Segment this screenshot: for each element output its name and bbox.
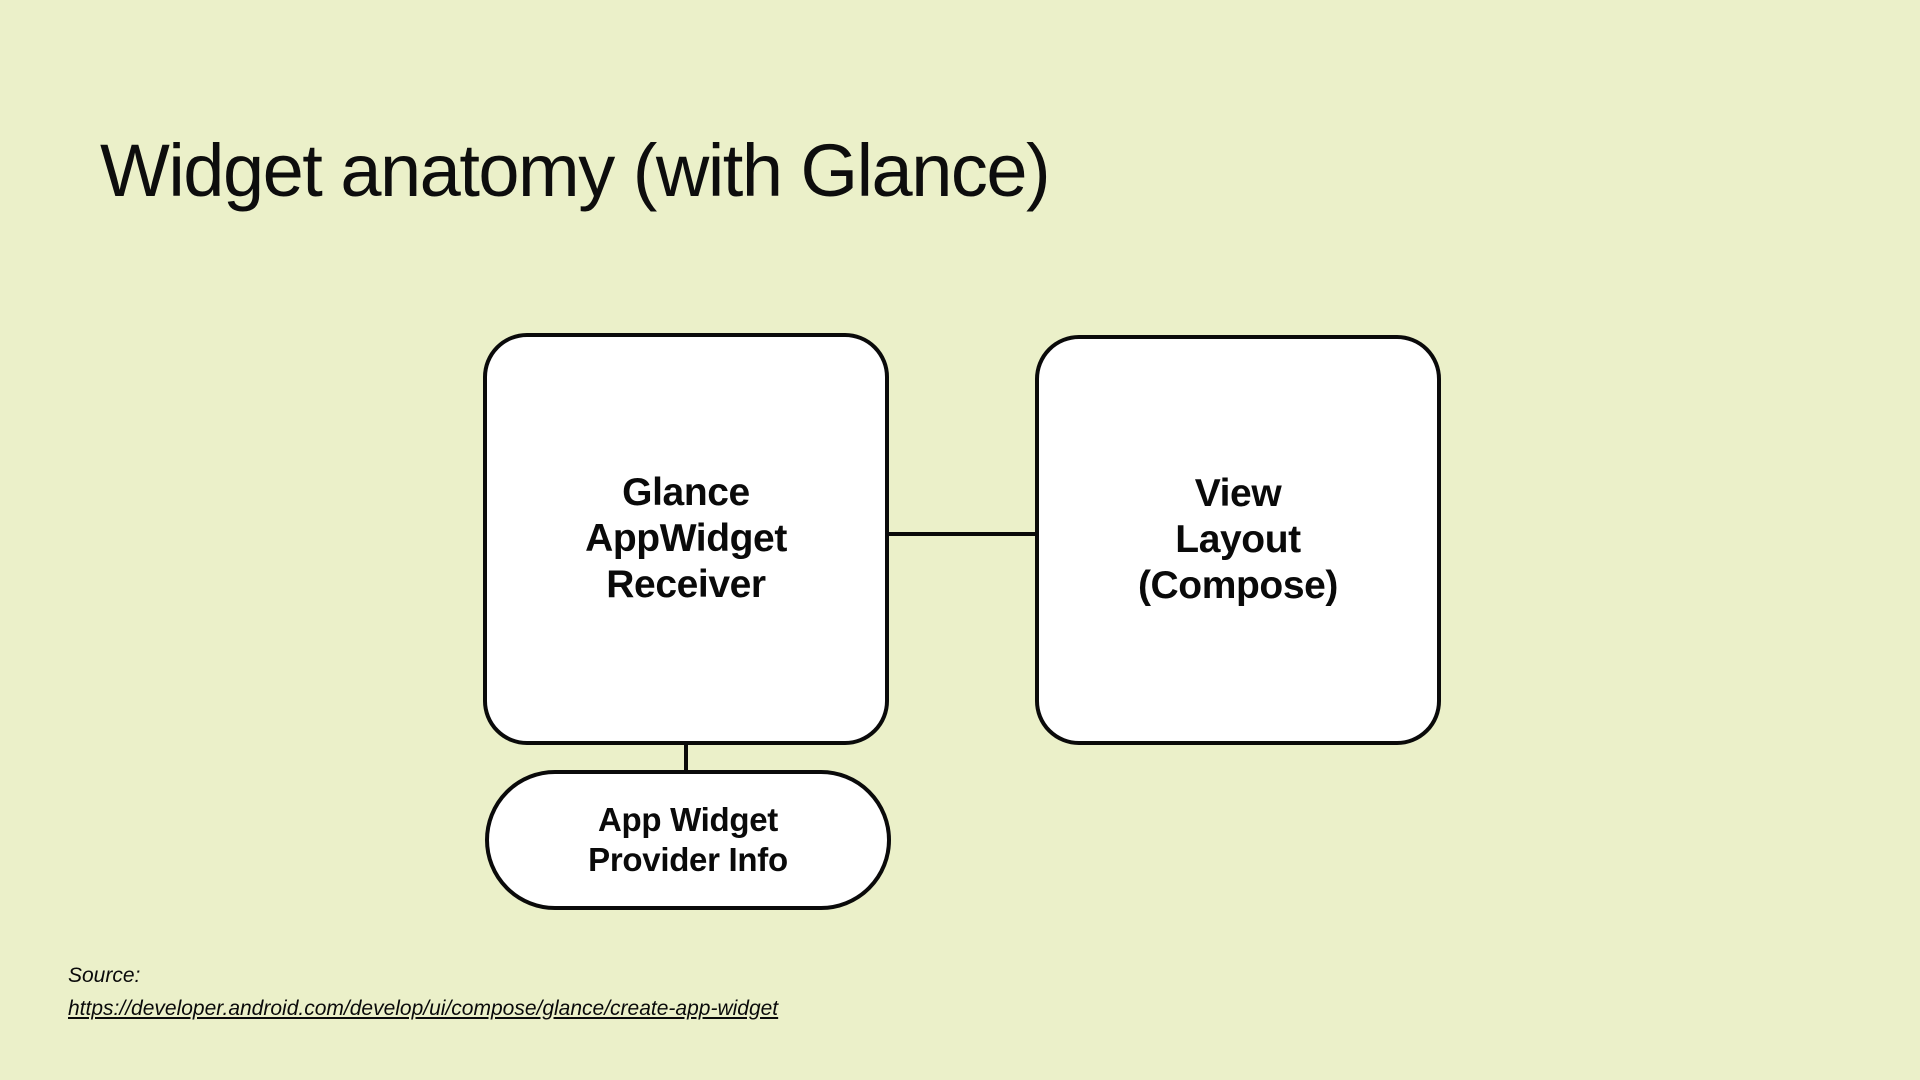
node-line-2: Layout xyxy=(1175,517,1301,561)
page-title: Widget anatomy (with Glance) xyxy=(100,128,1051,212)
source-url-link[interactable]: https://developer.android.com/develop/ui… xyxy=(68,996,779,1020)
connector-receiver-to-provider xyxy=(684,738,688,778)
node-line-2: Provider Info xyxy=(588,841,788,878)
node-glance-appwidget-receiver[interactable]: Glance AppWidget Receiver xyxy=(483,333,889,745)
node-line-1: View xyxy=(1194,471,1282,515)
node-view-layout-compose-text: View Layout (Compose) xyxy=(1128,471,1348,609)
connector-receiver-to-view xyxy=(880,532,1042,536)
node-view-layout-compose[interactable]: View Layout (Compose) xyxy=(1035,335,1441,745)
node-line-1: Glance xyxy=(622,470,750,514)
source-note: Source: https://developer.android.com/de… xyxy=(68,960,778,1025)
node-app-widget-provider-info[interactable]: App Widget Provider Info xyxy=(485,770,891,910)
node-line-3: (Compose) xyxy=(1137,564,1339,607)
node-app-widget-provider-info-text: App Widget Provider Info xyxy=(578,800,798,879)
source-label: Source: xyxy=(68,964,141,987)
node-glance-appwidget-receiver-text: Glance AppWidget Receiver xyxy=(575,470,797,608)
node-line-1: App Widget xyxy=(597,801,778,839)
node-line-2: AppWidget xyxy=(585,516,787,560)
node-line-3: Receiver xyxy=(606,563,766,606)
